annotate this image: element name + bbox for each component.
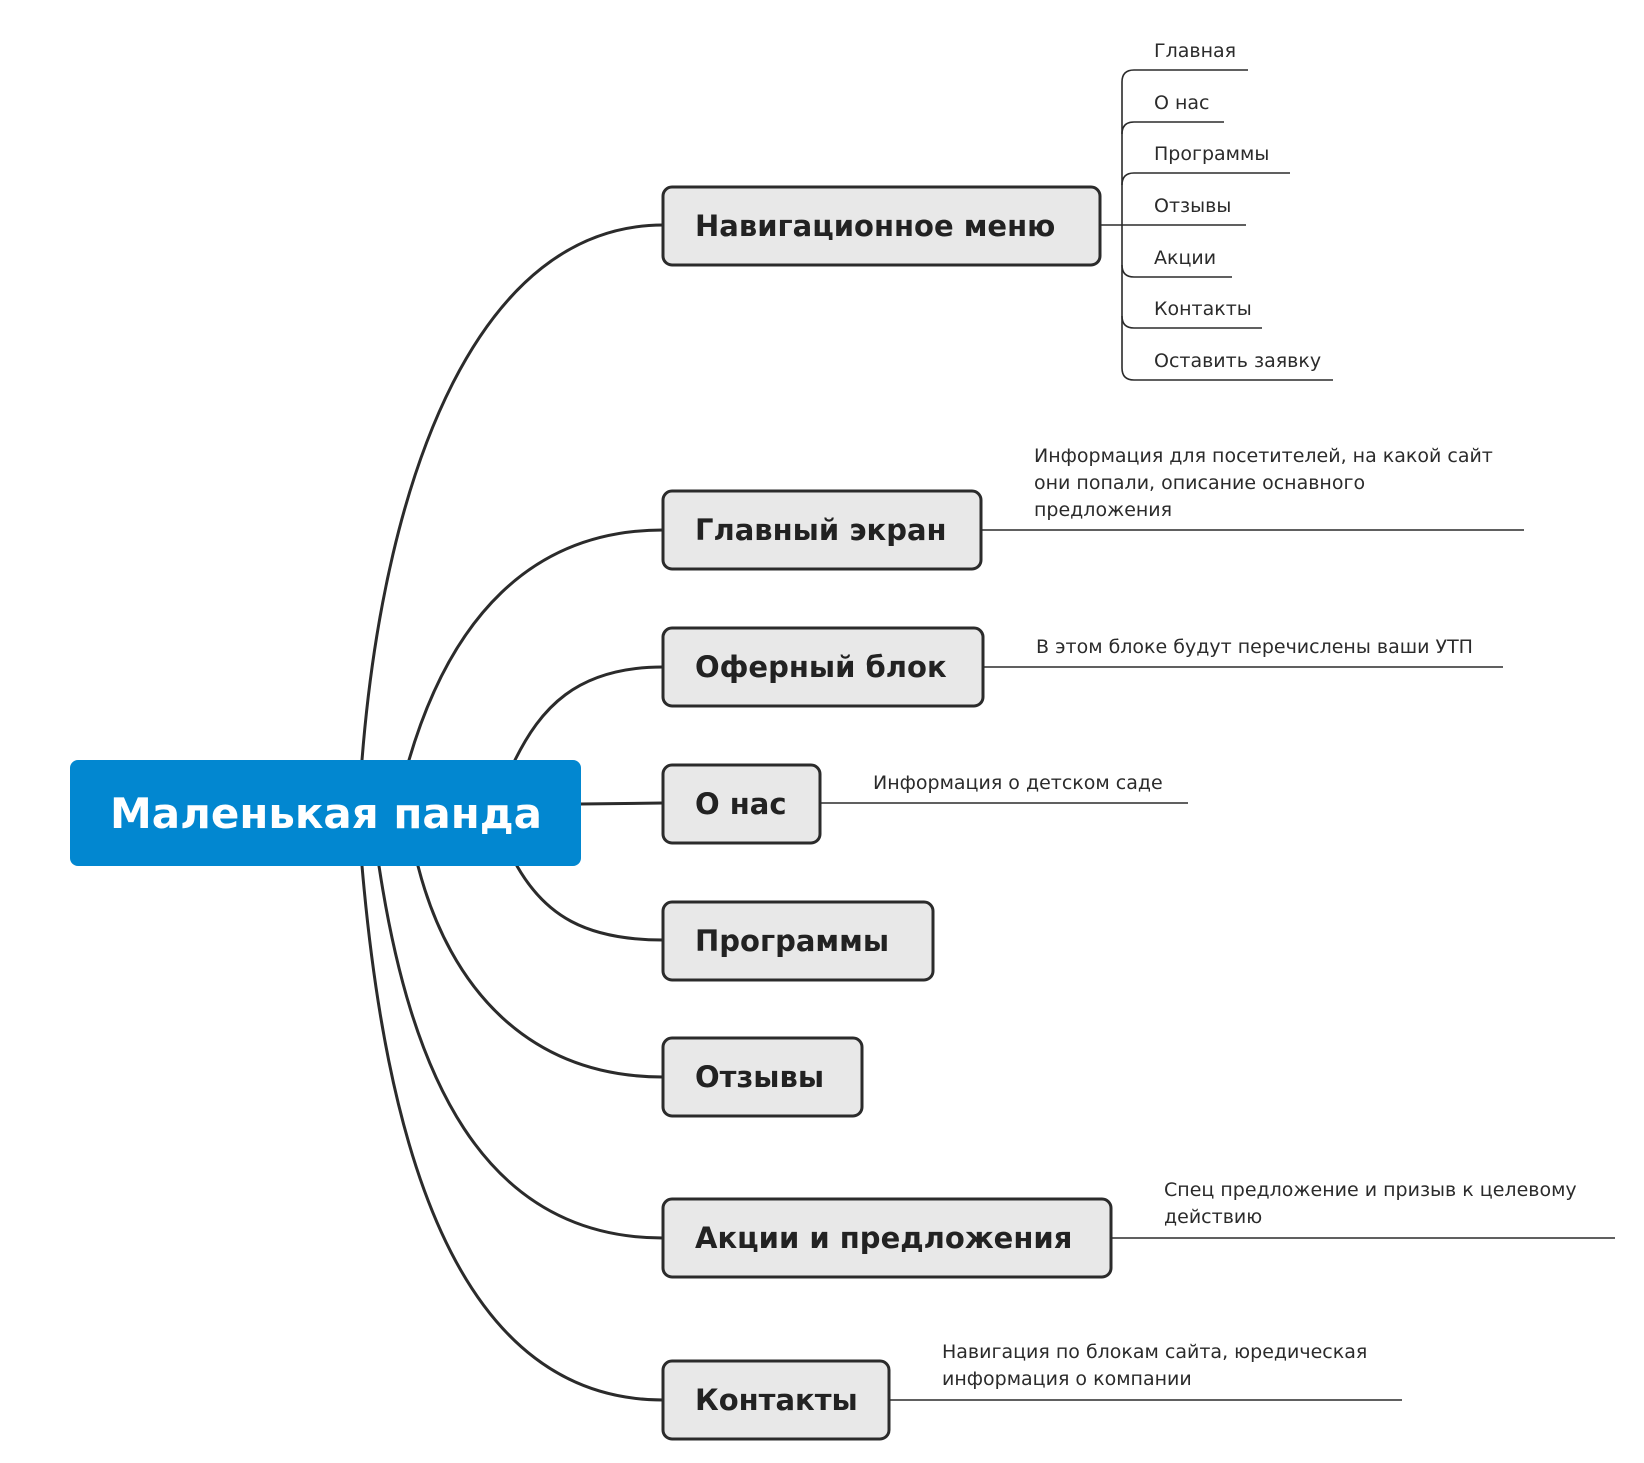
- connector-offer-block: [513, 665, 665, 762]
- topic-label: Программы: [695, 924, 889, 958]
- topic-label: О нас: [695, 787, 787, 821]
- topic-contacts[interactable]: Контакты: [661, 1359, 891, 1441]
- nav-item-leave-request[interactable]: Оставить заявку: [1154, 350, 1321, 372]
- root-label: Маленькая панда: [110, 789, 542, 838]
- topic-offer-block[interactable]: Оферный блок: [661, 626, 985, 708]
- connector-programs: [515, 864, 665, 942]
- nav-item-programs[interactable]: Программы: [1154, 143, 1269, 165]
- nav-item-about[interactable]: О нас: [1154, 92, 1210, 114]
- main-screen-note-line-3: предложения: [1034, 499, 1172, 521]
- nav-item-home[interactable]: Главная: [1154, 40, 1236, 62]
- promotions-note-line-2: действию: [1164, 1206, 1262, 1228]
- contacts-note-line-1: Навигация по блокам сайта, юредическая: [942, 1341, 1367, 1363]
- nav-item-contacts[interactable]: Контакты: [1154, 298, 1252, 320]
- topic-reviews[interactable]: Отзывы: [661, 1036, 864, 1118]
- topic-navigation-menu[interactable]: Навигационное меню: [661, 185, 1102, 267]
- connector-promotions: [377, 864, 665, 1240]
- nav-item-reviews[interactable]: Отзывы: [1154, 195, 1231, 217]
- topic-label: Главный экран: [695, 513, 947, 547]
- main-screen-note-line-2: они попали, описание оснавного: [1034, 472, 1365, 494]
- main-screen-note-line-1: Информация для посетителей, на какой сай…: [1034, 445, 1493, 467]
- topic-label: Навигационное меню: [695, 209, 1055, 243]
- root-node[interactable]: Маленькая панда: [70, 760, 581, 866]
- topic-about[interactable]: О нас: [661, 763, 822, 845]
- promotions-note-line-1: Спец предложение и призыв к целевому: [1164, 1179, 1577, 1201]
- connector-main-screen: [407, 528, 665, 762]
- connector-contacts: [360, 864, 665, 1402]
- about-note: Информация о детском саде: [873, 772, 1163, 794]
- topic-label: Оферный блок: [695, 650, 947, 684]
- topic-label: Отзывы: [695, 1060, 824, 1094]
- connector-about: [578, 801, 665, 806]
- offer-block-note: В этом блоке будут перечислены ваши УТП: [1036, 636, 1473, 658]
- nav-item-promotions[interactable]: Акции: [1154, 247, 1216, 269]
- root-connectors: [360, 223, 665, 1402]
- topic-label: Контакты: [695, 1383, 858, 1417]
- topic-label: Акции и предложения: [695, 1221, 1072, 1255]
- topic-main-screen[interactable]: Главный экран: [661, 489, 983, 571]
- topic-programs[interactable]: Программы: [661, 900, 935, 982]
- connector-navigation-menu: [360, 223, 665, 762]
- contacts-note-line-2: информация о компании: [942, 1368, 1192, 1390]
- connector-reviews: [416, 864, 665, 1079]
- navigation-menu-branches: [1100, 69, 1333, 381]
- topic-promotions[interactable]: Акции и предложения: [661, 1197, 1113, 1279]
